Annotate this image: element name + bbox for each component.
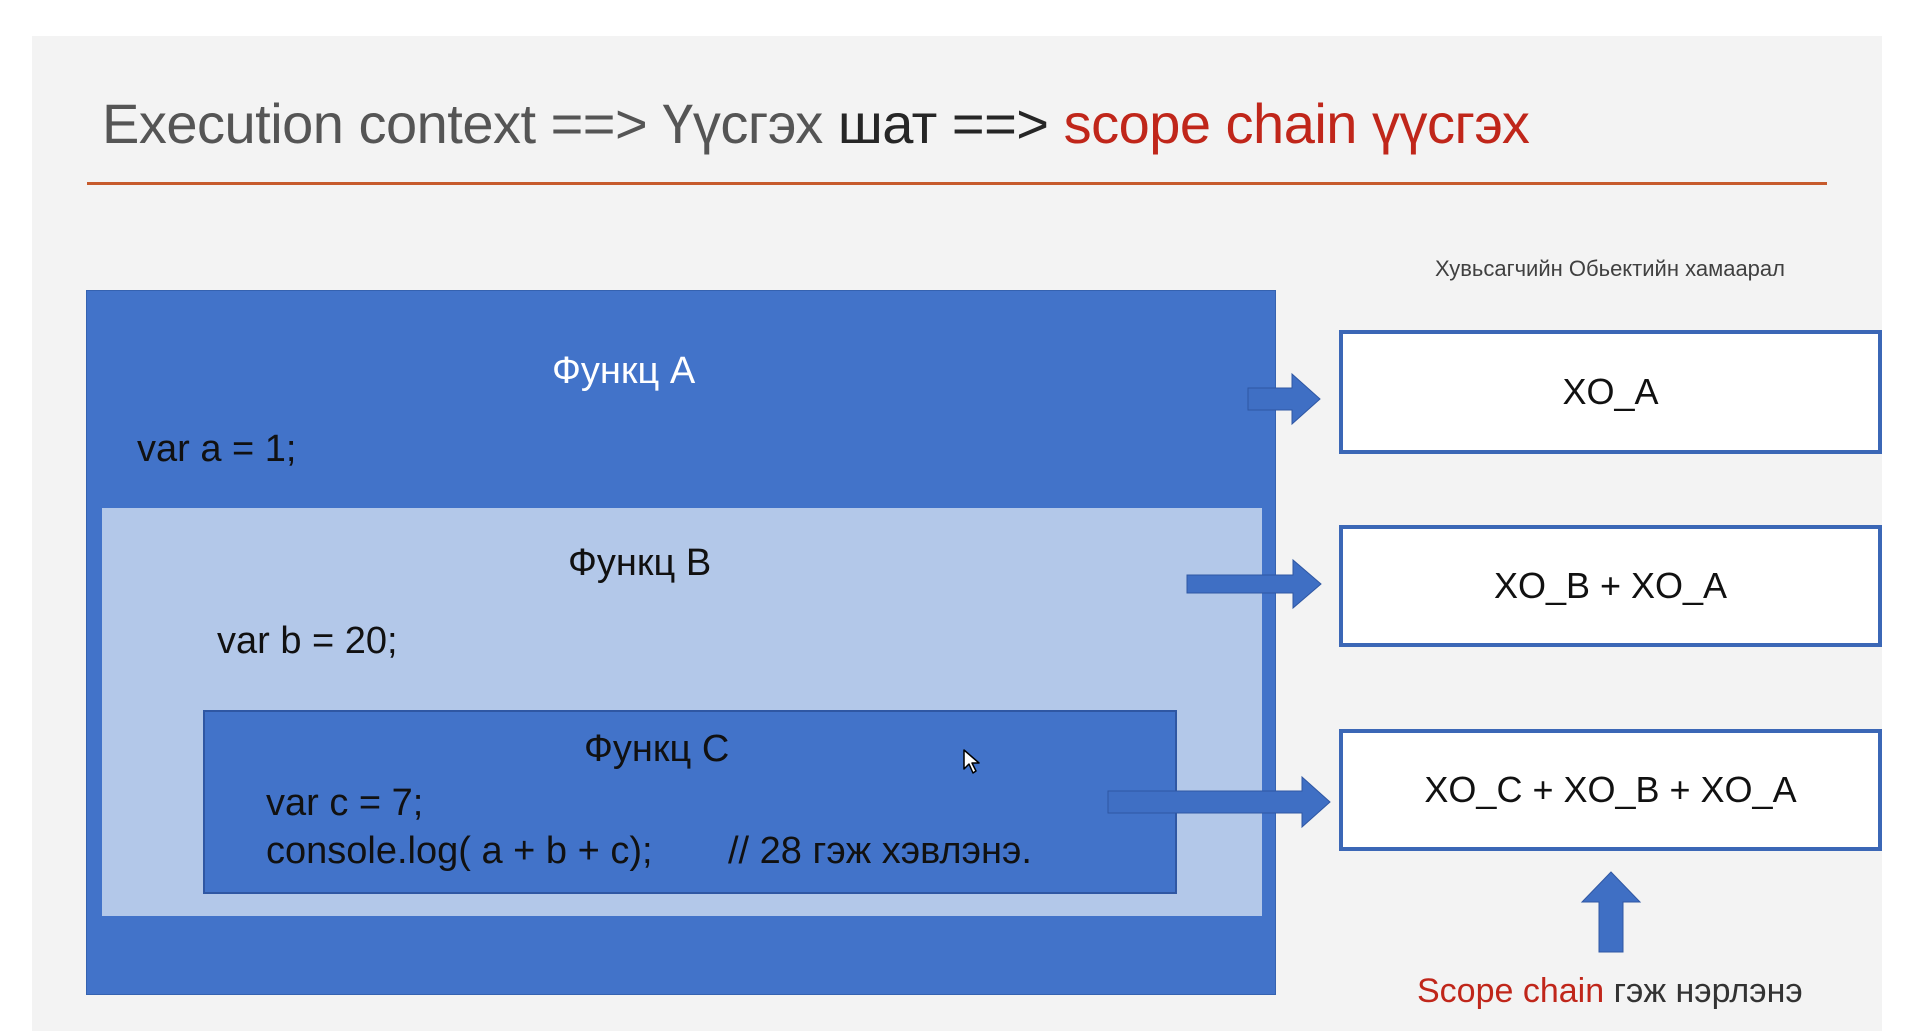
function-c-title: Функц C <box>584 728 730 770</box>
function-a-code: var a = 1; <box>137 428 297 470</box>
function-a-title: Функц A <box>552 350 696 392</box>
variable-object-b: XO_B + XO_A <box>1339 525 1882 647</box>
function-c-code-line-1: var c = 7; <box>266 782 424 824</box>
title-part-1: Execution context ==> Үүсгэх <box>102 92 838 155</box>
scope-chain-highlight: Scope chain <box>1417 972 1605 1010</box>
arrow-right-icon <box>1186 558 1322 610</box>
title-part-2: шат ==> <box>837 92 1064 155</box>
arrow-right-icon <box>1247 372 1321 426</box>
title-underline <box>87 182 1827 185</box>
function-c-scope <box>203 710 1177 894</box>
arrow-right-icon <box>1107 775 1331 829</box>
variable-object-c: XO_C + XO_B + XO_A <box>1339 729 1882 851</box>
title-part-3: scope chain үүсгэх <box>1063 92 1530 155</box>
function-c-code-line-2: console.log( a + b + c); <box>266 830 653 872</box>
function-b-code: var b = 20; <box>217 620 398 662</box>
slide-title: Execution context ==> Үүсгэх шат ==> sco… <box>102 88 1530 160</box>
variable-object-a: XO_A <box>1339 330 1882 454</box>
scope-chain-rest: гэж нэрлэнэ <box>1604 972 1803 1010</box>
function-c-comment: // 28 гэж хэвлэнэ. <box>728 830 1032 872</box>
function-b-title: Функц B <box>568 542 712 584</box>
mouse-cursor-icon <box>963 749 980 774</box>
variable-object-caption: Хувьсагчийн Обьектийн хамаарал <box>1435 256 1785 281</box>
scope-chain-label: Scope chain гэж нэрлэнэ <box>1417 972 1803 1011</box>
arrow-up-icon <box>1580 871 1642 953</box>
